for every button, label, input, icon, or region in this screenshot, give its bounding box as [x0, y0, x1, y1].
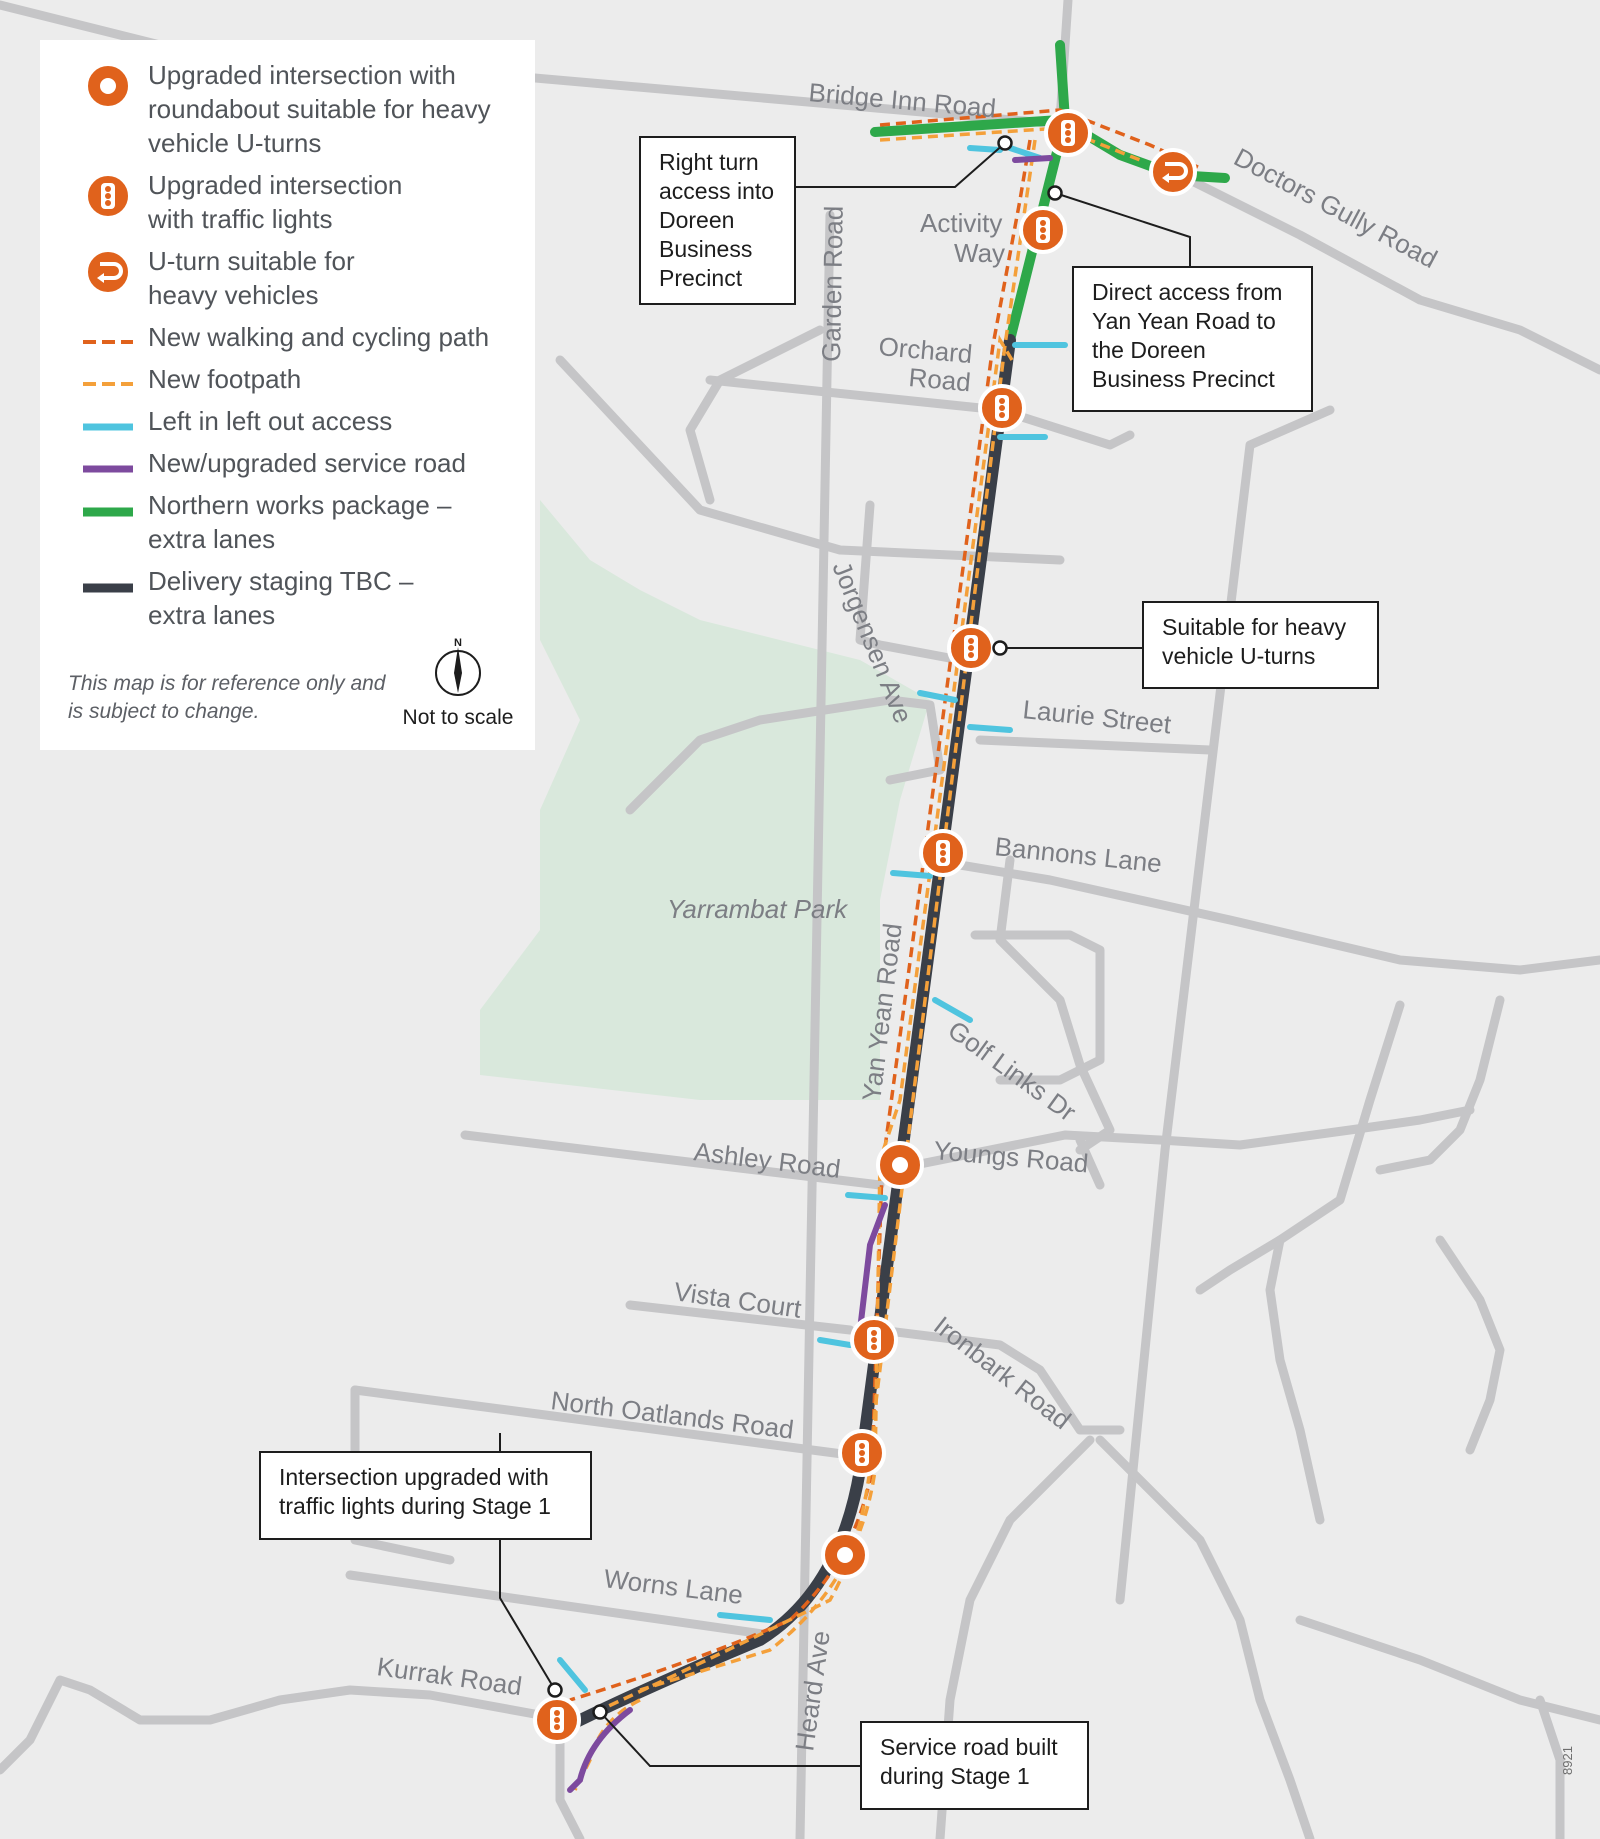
purple-line-icon: [83, 465, 133, 473]
legend-label: Northern works package – extra lanes: [148, 490, 452, 554]
green-line-icon: [83, 507, 133, 517]
label-garden-road: Garden Road: [816, 205, 849, 362]
label-bridge-inn-road: Bridge Inn Road: [807, 77, 997, 123]
callout-intersection-stage-1: Intersection upgraded with traffic light…: [259, 1451, 592, 1540]
callout-service-road-stage-1: Service road built during Stage 1: [860, 1721, 1089, 1810]
legend-item-walking-cycling: New walking and cycling path: [68, 320, 515, 354]
legend-item-service-road: New/upgraded service road: [68, 446, 515, 480]
label-ironbark-road: Ironbark Road: [928, 1310, 1076, 1435]
callout-right-turn-access: Right turn access into Doreen Business P…: [639, 136, 796, 305]
service-road-lines: [567, 155, 1053, 1793]
legend-item-u-turn: U-turn suitable for heavy vehicles: [68, 244, 515, 312]
label-youngs-road: Youngs Road: [932, 1135, 1089, 1178]
callout-text: Right turn access into Doreen Business P…: [659, 149, 775, 291]
callout-pins: [547, 135, 1063, 1720]
map-code: 8921: [1560, 1746, 1575, 1775]
legend-item-roundabout: Upgraded intersection with roundabout su…: [68, 58, 515, 160]
legend-item-northern-works: Northern works package – extra lanes: [68, 488, 515, 556]
label-ashley-road: Ashley Road: [692, 1136, 842, 1184]
callout-text: Intersection upgraded with traffic light…: [279, 1464, 551, 1519]
northern-works-lines: [870, 40, 1230, 345]
legend-item-footpath: New footpath: [68, 362, 515, 396]
dashed-dark-orange-line-icon: [83, 340, 133, 344]
callout-heavy-vehicle-u-turns: Suitable for heavy vehicle U-turns: [1142, 601, 1379, 689]
label-activity-way-2: Way: [954, 238, 1005, 268]
north-arrow-icon: N: [435, 637, 481, 696]
cyan-line-icon: [83, 423, 133, 431]
legend-label: Delivery staging TBC – extra lanes: [148, 566, 414, 630]
legend-item-traffic-lights: Upgraded intersection with traffic light…: [68, 168, 515, 236]
legend-label: Upgraded intersection with roundabout su…: [148, 60, 491, 158]
callout-direct-access: Direct access from Yan Yean Road to the …: [1072, 266, 1313, 412]
traffic-lights-icon: [84, 172, 132, 220]
dashed-light-orange-line-icon: [83, 382, 133, 386]
label-orchard-road-2: Road: [907, 362, 972, 397]
label-yarrambat-park: Yarrambat Park: [667, 894, 849, 924]
u-turn-icon: [84, 248, 132, 296]
callout-text: Service road built during Stage 1: [880, 1734, 1058, 1789]
dark-line-icon: [83, 583, 133, 593]
label-laurie-street: Laurie Street: [1021, 694, 1173, 739]
label-heard-ave: Heard Ave: [789, 1629, 836, 1753]
compass-letter: N: [454, 637, 462, 649]
legend: Upgraded intersection with roundabout su…: [40, 40, 535, 750]
left-in-left-out-lines: [557, 145, 1068, 1693]
label-activity-way-1: Activity: [920, 208, 1002, 238]
legend-label: Upgraded intersection with traffic light…: [148, 170, 403, 234]
legend-item-left-in-left-out: Left in left out access: [68, 404, 515, 438]
legend-label: New/upgraded service road: [148, 448, 466, 478]
legend-note: This map is for reference only and is su…: [68, 672, 386, 723]
scale-note: Not to scale: [402, 706, 514, 729]
label-worns-lane: Worns Lane: [602, 1563, 744, 1610]
legend-item-delivery-staging: Delivery staging TBC – extra lanes: [68, 564, 515, 632]
roundabout-icon: [84, 62, 132, 110]
compass: N Not to scale: [378, 635, 538, 730]
legend-label: Left in left out access: [148, 406, 393, 436]
legend-label: New footpath: [148, 364, 302, 394]
label-golf-links-dr: Golf Links Dr: [942, 1015, 1081, 1128]
legend-label: U-turn suitable for heavy vehicles: [148, 246, 355, 310]
callout-text: Direct access from Yan Yean Road to the …: [1092, 279, 1283, 392]
callout-text: Suitable for heavy vehicle U-turns: [1162, 614, 1347, 669]
legend-label: New walking and cycling path: [148, 322, 490, 352]
